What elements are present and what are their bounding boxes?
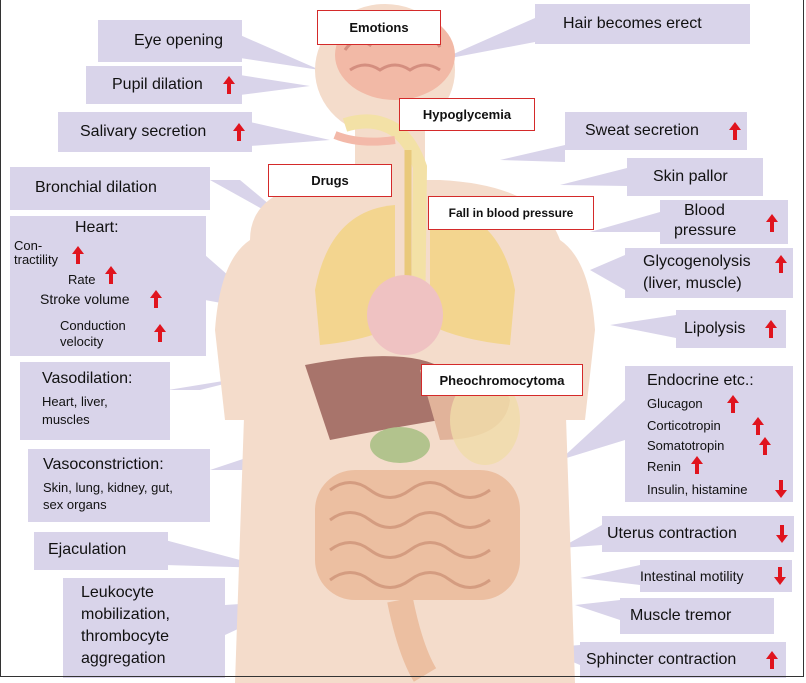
blood-pressure-label-2: pressure <box>674 222 736 240</box>
intestinal-motility-box: Intestinal motility <box>640 560 792 592</box>
endocrine-box: Endocrine etc.: Glucagon Corticotropin S… <box>625 366 793 502</box>
fall-in-blood-pressure-trigger: Fall in blood pressure <box>428 196 594 230</box>
uterus-contraction-box: Uterus contraction <box>602 516 794 552</box>
vasoconstriction-line-1: Skin, lung, kidney, gut, <box>43 480 173 495</box>
red-up-arrow-icon <box>766 651 778 669</box>
red-down-arrow-icon <box>776 525 788 543</box>
bronchial-dilation-label: Bronchial dilation <box>35 179 157 197</box>
salivary-secretion-label: Salivary secretion <box>80 123 206 141</box>
red-up-arrow-icon <box>150 290 162 308</box>
leukocyte-line-2: mobilization, <box>81 606 170 624</box>
drugs-trigger: Drugs <box>268 164 392 197</box>
conduction-label-1: Conduction <box>60 318 126 333</box>
red-up-arrow-icon <box>72 246 84 264</box>
glycogenolysis-box: Glycogenolysis (liver, muscle) <box>625 248 793 298</box>
leukocyte-line-4: aggregation <box>81 650 166 668</box>
pheochromocytoma-label: Pheochromocytoma <box>440 373 565 388</box>
rate-label: Rate <box>68 272 95 287</box>
glucagon-label: Glucagon <box>647 396 703 411</box>
vasoconstriction-line-2: sex organs <box>43 497 107 512</box>
skin-pallor-label: Skin pallor <box>653 168 728 186</box>
glycogenolysis-label-2: (liver, muscle) <box>643 275 742 293</box>
leukocyte-line-1: Leukocyte <box>81 584 154 602</box>
lipolysis-box: Lipolysis <box>676 310 786 348</box>
red-up-arrow-icon <box>765 320 777 338</box>
vasodilation-box: Vasodilation: Heart, liver, muscles <box>20 362 170 440</box>
ejaculation-label: Ejaculation <box>48 541 126 559</box>
red-up-arrow-icon <box>105 266 117 284</box>
vasodilation-line-1: Heart, liver, <box>42 394 108 409</box>
salivary-secretion-box: Salivary secretion <box>58 112 252 152</box>
skin-pallor-box: Skin pallor <box>627 158 763 196</box>
endocrine-title: Endocrine etc.: <box>647 372 754 390</box>
pupil-dilation-label: Pupil dilation <box>112 76 203 94</box>
emotions-trigger: Emotions <box>317 10 441 45</box>
red-down-arrow-icon <box>774 567 786 585</box>
glycogenolysis-label-1: Glycogenolysis <box>643 253 751 271</box>
conduction-label-2: velocity <box>60 334 103 349</box>
red-up-arrow-icon <box>727 395 739 413</box>
lipolysis-label: Lipolysis <box>684 320 745 338</box>
hypoglycemia-label: Hypoglycemia <box>423 107 511 122</box>
insulin-histamine-label: Insulin, histamine <box>647 482 747 497</box>
bronchial-dilation-box: Bronchial dilation <box>10 167 210 210</box>
red-up-arrow-icon <box>752 417 764 435</box>
heart <box>367 275 443 355</box>
red-up-arrow-icon <box>775 255 787 273</box>
blood-pressure-box: Blood pressure <box>660 200 788 244</box>
somatotropin-label: Somatotropin <box>647 438 724 453</box>
red-up-arrow-icon <box>691 456 703 474</box>
sphincter-contraction-box: Sphincter contraction <box>580 642 786 678</box>
red-up-arrow-icon <box>766 214 778 232</box>
pupil-dilation-box: Pupil dilation <box>86 66 242 104</box>
contractility-label-1: Con- <box>14 238 42 253</box>
heart-box: Heart: Con- tractility Rate Stroke volum… <box>10 216 206 356</box>
emotions-label: Emotions <box>349 20 408 35</box>
vasodilation-line-2: muscles <box>42 412 90 427</box>
hair-erect-box: Hair becomes erect <box>535 4 750 44</box>
contractility-label-2: tractility <box>14 252 58 267</box>
stroke-volume-label: Stroke volume <box>40 291 129 307</box>
sweat-secretion-label: Sweat secretion <box>585 122 699 140</box>
vasoconstriction-box: Vasoconstriction: Skin, lung, kidney, gu… <box>28 449 210 522</box>
muscle-tremor-label: Muscle tremor <box>630 607 731 625</box>
red-up-arrow-icon <box>154 324 166 342</box>
red-up-arrow-icon <box>233 123 245 141</box>
vasodilation-title: Vasodilation: <box>42 370 132 388</box>
sphincter-contraction-label: Sphincter contraction <box>586 651 736 669</box>
hair-erect-label: Hair becomes erect <box>563 15 702 33</box>
drugs-label: Drugs <box>311 173 349 188</box>
corticotropin-label: Corticotropin <box>647 418 721 433</box>
intestinal-motility-label: Intestinal motility <box>640 568 743 584</box>
vasoconstriction-title: Vasoconstriction: <box>43 456 164 474</box>
ejaculation-box: Ejaculation <box>34 532 168 570</box>
hypoglycemia-trigger: Hypoglycemia <box>399 98 535 131</box>
red-down-arrow-icon <box>775 480 787 498</box>
red-up-arrow-icon <box>223 76 235 94</box>
fall-in-blood-pressure-label: Fall in blood pressure <box>449 206 574 220</box>
red-up-arrow-icon <box>729 122 741 140</box>
eye-opening-label: Eye opening <box>134 32 223 50</box>
renin-label: Renin <box>647 459 681 474</box>
leukocyte-line-3: thrombocyte <box>81 628 169 646</box>
eye-opening-box: Eye opening <box>98 20 242 62</box>
red-up-arrow-icon <box>759 437 771 455</box>
leukocyte-box: Leukocyte mobilization, thrombocyte aggr… <box>63 578 225 678</box>
uterus-contraction-label: Uterus contraction <box>607 525 737 543</box>
muscle-tremor-box: Muscle tremor <box>620 598 774 634</box>
blood-pressure-label-1: Blood <box>684 202 725 220</box>
sweat-secretion-box: Sweat secretion <box>565 112 747 150</box>
pheochromocytoma-trigger: Pheochromocytoma <box>421 364 583 396</box>
heart-title: Heart: <box>75 219 119 237</box>
